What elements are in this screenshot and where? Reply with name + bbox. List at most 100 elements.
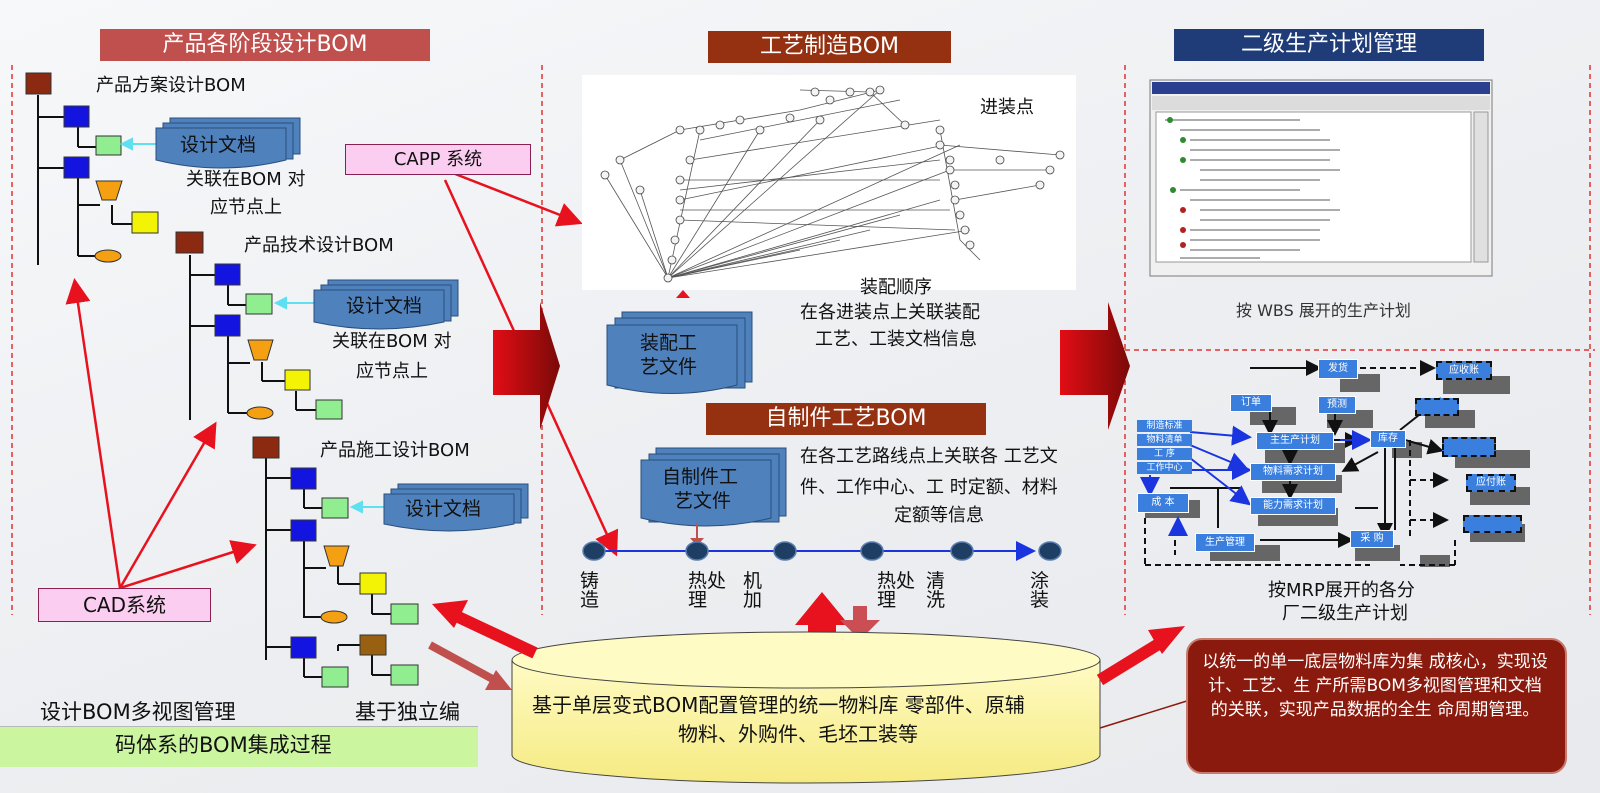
selfmade-desc-line2: 件、工作中心、工 时定额、材料	[800, 477, 1058, 498]
route-step-label: 机加	[743, 570, 763, 611]
multi-view-label: 设计BOM多视图管理	[40, 700, 236, 724]
mrp-node-bom: 物料清单	[1137, 434, 1192, 446]
design-doc-stack-3	[383, 483, 529, 532]
node-raw	[320, 610, 348, 624]
route-step-label: 清洗	[926, 570, 946, 611]
node-part	[245, 293, 273, 315]
selfmade-doc-stack	[640, 447, 787, 527]
node-raw	[94, 249, 122, 263]
node-process	[323, 545, 350, 567]
process-network	[604, 89, 1061, 279]
db-to-design-arrow	[432, 600, 538, 659]
process-route-nodes	[582, 541, 1062, 561]
node-material	[284, 369, 311, 391]
cad-system-box: CAD系统	[38, 588, 211, 622]
node-part	[390, 664, 419, 686]
node-root	[25, 72, 52, 95]
assembly-order-label: 装配顺序	[860, 277, 932, 298]
node-process	[247, 339, 274, 361]
wbs-caption: 按 WBS 展开的生产计划	[1236, 301, 1411, 320]
mrp-node-inventory: 库存	[1370, 430, 1406, 448]
node-root	[252, 436, 280, 459]
summary-text: 以统一的单一底层物料库为集 成核心，实现设计、工艺、生 产所需BOM多视图管理和…	[1202, 652, 1548, 720]
assembly-desc-line1: 在各进装点上关联装配	[800, 302, 980, 323]
entry-point-pointer	[676, 290, 690, 298]
node-part	[321, 497, 349, 519]
capp-system-box: CAPP 系统	[345, 144, 531, 175]
mrp-node-forecast: 预测	[1318, 396, 1356, 414]
process-network-nodes	[600, 85, 1065, 283]
mrp-node-dashed	[1415, 398, 1459, 416]
big-arrow-right	[1060, 302, 1130, 430]
cad-arrows	[65, 278, 257, 590]
mrp-node-shipping: 发货	[1318, 359, 1358, 379]
tree-construct-bom	[265, 458, 391, 678]
node-process	[95, 180, 123, 201]
node-raw	[246, 406, 274, 420]
node-material	[131, 211, 159, 234]
wbs-panel	[1149, 79, 1493, 277]
route-step-label: 铸造	[580, 570, 600, 611]
selfmade-doc-line2: 艺文件	[674, 490, 732, 512]
summary-box	[1186, 638, 1567, 774]
node-assembly	[214, 263, 241, 286]
header-self-made: 自制件工艺BOM	[706, 403, 986, 435]
integration-label: 码体系的BOM集成过程	[115, 733, 332, 757]
mrp-node-std: 制造标准	[1137, 420, 1192, 432]
assembly-doc-line1: 装配工	[640, 332, 698, 354]
integration-bar	[0, 726, 478, 767]
node-part	[390, 603, 419, 625]
selfmade-desc-line1: 在各工艺路线点上关联各 工艺文	[800, 446, 1058, 467]
up-arrow	[795, 592, 849, 643]
mrp-caption-line1: 按MRP展开的各分	[1268, 580, 1415, 601]
construct-bom-label: 产品施工设计BOM	[320, 440, 470, 461]
summary-link	[1099, 699, 1191, 729]
mrp-node-mps: 主生产计划	[1256, 432, 1334, 450]
independent-label: 基于独立编	[355, 700, 460, 724]
tree-scheme-bom	[37, 95, 132, 265]
node-assembly	[63, 156, 90, 179]
header-design-bom: 产品各阶段设计BOM	[100, 29, 430, 61]
node-assembly	[290, 636, 317, 659]
design-doc-label: 设计文档	[180, 134, 257, 156]
design-doc-stack-1	[155, 117, 301, 169]
node-part	[315, 399, 343, 420]
mrp-node-receivable: 应收账	[1436, 361, 1492, 380]
db-to-plan-arrow	[1096, 626, 1185, 686]
selfmade-desc-line3: 定额等信息	[894, 505, 984, 526]
header-plan: 二级生产计划管理	[1174, 29, 1484, 61]
route-step-label: 热处理	[877, 570, 916, 611]
db-text-line2: 物料、外购件、毛坯工装等	[678, 722, 918, 746]
design-doc-label: 设计文档	[405, 498, 482, 520]
mrp-node-cost: 成 本	[1137, 493, 1189, 513]
mrp-node-payable: 应付账	[1466, 474, 1516, 492]
design-to-db-arrow	[428, 641, 512, 690]
tech-bom-label: 产品技术设计BOM	[244, 235, 394, 256]
mrp-node-mrp: 物料需求计划	[1250, 463, 1336, 481]
mrp-caption-line2: 厂二级生产计划	[1282, 603, 1408, 624]
selfmade-doc-line1: 自制件工	[662, 466, 739, 488]
node-root	[175, 231, 204, 254]
node-assembly	[290, 467, 317, 490]
tree-tech-bom	[189, 255, 316, 420]
node-material	[359, 572, 387, 595]
mrp-node-workcenter: 工作中心	[1137, 462, 1192, 474]
wbs-tree-icons	[1167, 117, 1186, 248]
big-arrow-left	[493, 302, 560, 430]
mrp-node-dashed-2	[1442, 437, 1496, 457]
process-network-panel	[582, 75, 1076, 290]
mrp-node-order: 订单	[1230, 394, 1272, 412]
node-part	[95, 135, 122, 156]
mrp-node-dashed-3	[1463, 515, 1522, 533]
header-process-bom: 工艺制造BOM	[708, 31, 951, 63]
doc-link-arrows	[119, 137, 386, 514]
design-doc-stack-2	[313, 279, 459, 330]
assoc-note-2-line1: 关联在BOM 对	[332, 331, 452, 352]
assoc-note-1-line1: 关联在BOM 对	[186, 169, 306, 190]
assoc-note-2-line2: 应节点上	[356, 361, 428, 382]
assembly-desc-line2: 工艺、工装文档信息	[815, 329, 977, 350]
node-material-alt	[359, 634, 387, 656]
scheme-bom-label: 产品方案设计BOM	[96, 75, 246, 96]
mrp-node-purchase: 采 购	[1350, 530, 1394, 548]
